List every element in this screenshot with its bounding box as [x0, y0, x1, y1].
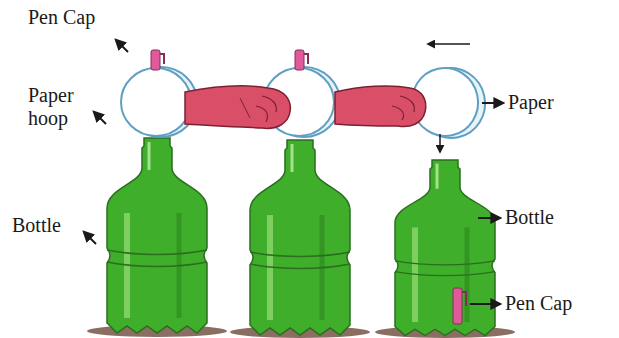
part-label: Paper hoop: [28, 84, 90, 130]
motion-arrow: [439, 134, 441, 152]
bottle: [107, 138, 207, 333]
leader-arrow: [470, 303, 500, 305]
leader-arrow: [94, 112, 106, 124]
motion-arrow: [428, 43, 470, 45]
part-label: Pen Cap: [505, 292, 605, 315]
bottle: [395, 160, 495, 336]
part-label: Bottle: [505, 206, 585, 229]
bottle: [250, 140, 350, 335]
part-label: Bottle: [12, 214, 82, 237]
hand: [185, 86, 290, 128]
leader-arrow: [116, 40, 128, 52]
part-label: Pen Cap: [28, 6, 118, 29]
part-label: Paper: [508, 91, 588, 114]
hand: [335, 86, 426, 127]
leader-arrow: [84, 232, 96, 244]
leader-arrow: [478, 217, 500, 219]
pen-cap: [453, 288, 466, 324]
leader-arrow: [482, 102, 503, 104]
